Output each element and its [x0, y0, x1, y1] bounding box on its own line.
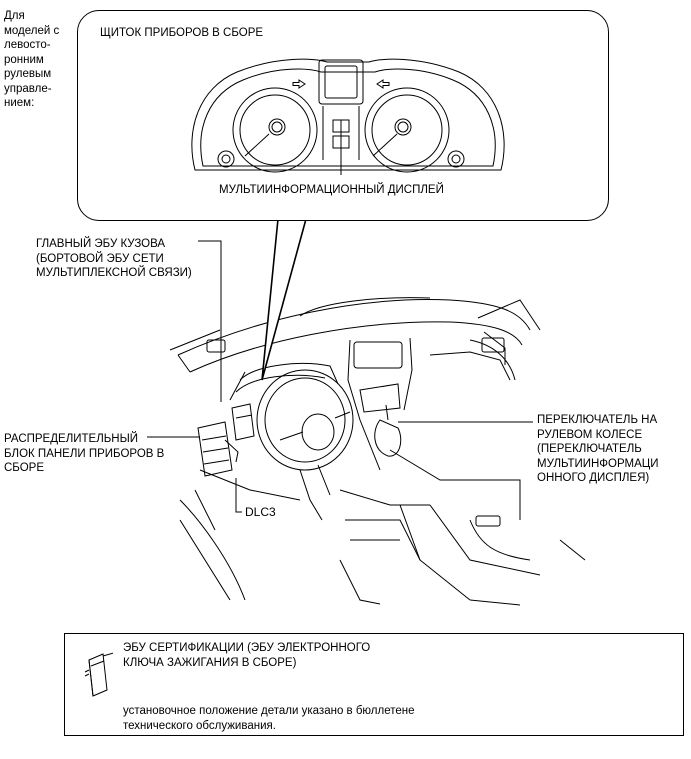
model-note: Для моделей с левосто- ронним рулевым уп…: [4, 10, 60, 109]
body-ecu-part: [231, 403, 255, 441]
junction-block-part: [197, 421, 239, 477]
legend-title: ЭБУ СЕРТИФИКАЦИИ (ЭБУ ЭЛЕКТРОННОГО КЛЮЧА…: [123, 642, 371, 669]
multi-info-display-label: МУЛЬТИИНФОРМАЦИОННЫЙ ДИСПЛЕЙ: [219, 184, 444, 196]
dlc3-label: DLC3: [245, 505, 276, 519]
steering-switch-label: ПЕРЕКЛЮЧАТЕЛЬ НА РУЛЕВОМ КОЛЕСЕ (ПЕРЕКЛЮ…: [537, 414, 659, 484]
legend-note: установочное положение детали указано в …: [123, 705, 415, 732]
callout-pointer: [261, 218, 307, 381]
instrument-cluster-callout: [77, 10, 609, 221]
certification-ecu-icon: [84, 652, 113, 697]
junction-block-label: РАСПРЕДЕЛИТЕЛЬНЫЙ БЛОК ПАНЕЛИ ПРИБОРОВ В…: [4, 433, 165, 474]
dashboard-outline: [169, 297, 586, 606]
legend-box: ЭБУ СЕРТИФИКАЦИИ (ЭБУ ЭЛЕКТРОННОГО КЛЮЧА…: [64, 633, 684, 736]
cluster-title: ЩИТОК ПРИБОРОВ В СБОРЕ: [100, 27, 264, 39]
leader-lines: [147, 240, 533, 513]
instrument-cluster-drawing: [191, 58, 505, 175]
body-ecu-label: ГЛАВНЫЙ ЭБУ КУЗОВА (БОРТОВОЙ ЭБУ СЕТИ МУ…: [36, 238, 192, 279]
